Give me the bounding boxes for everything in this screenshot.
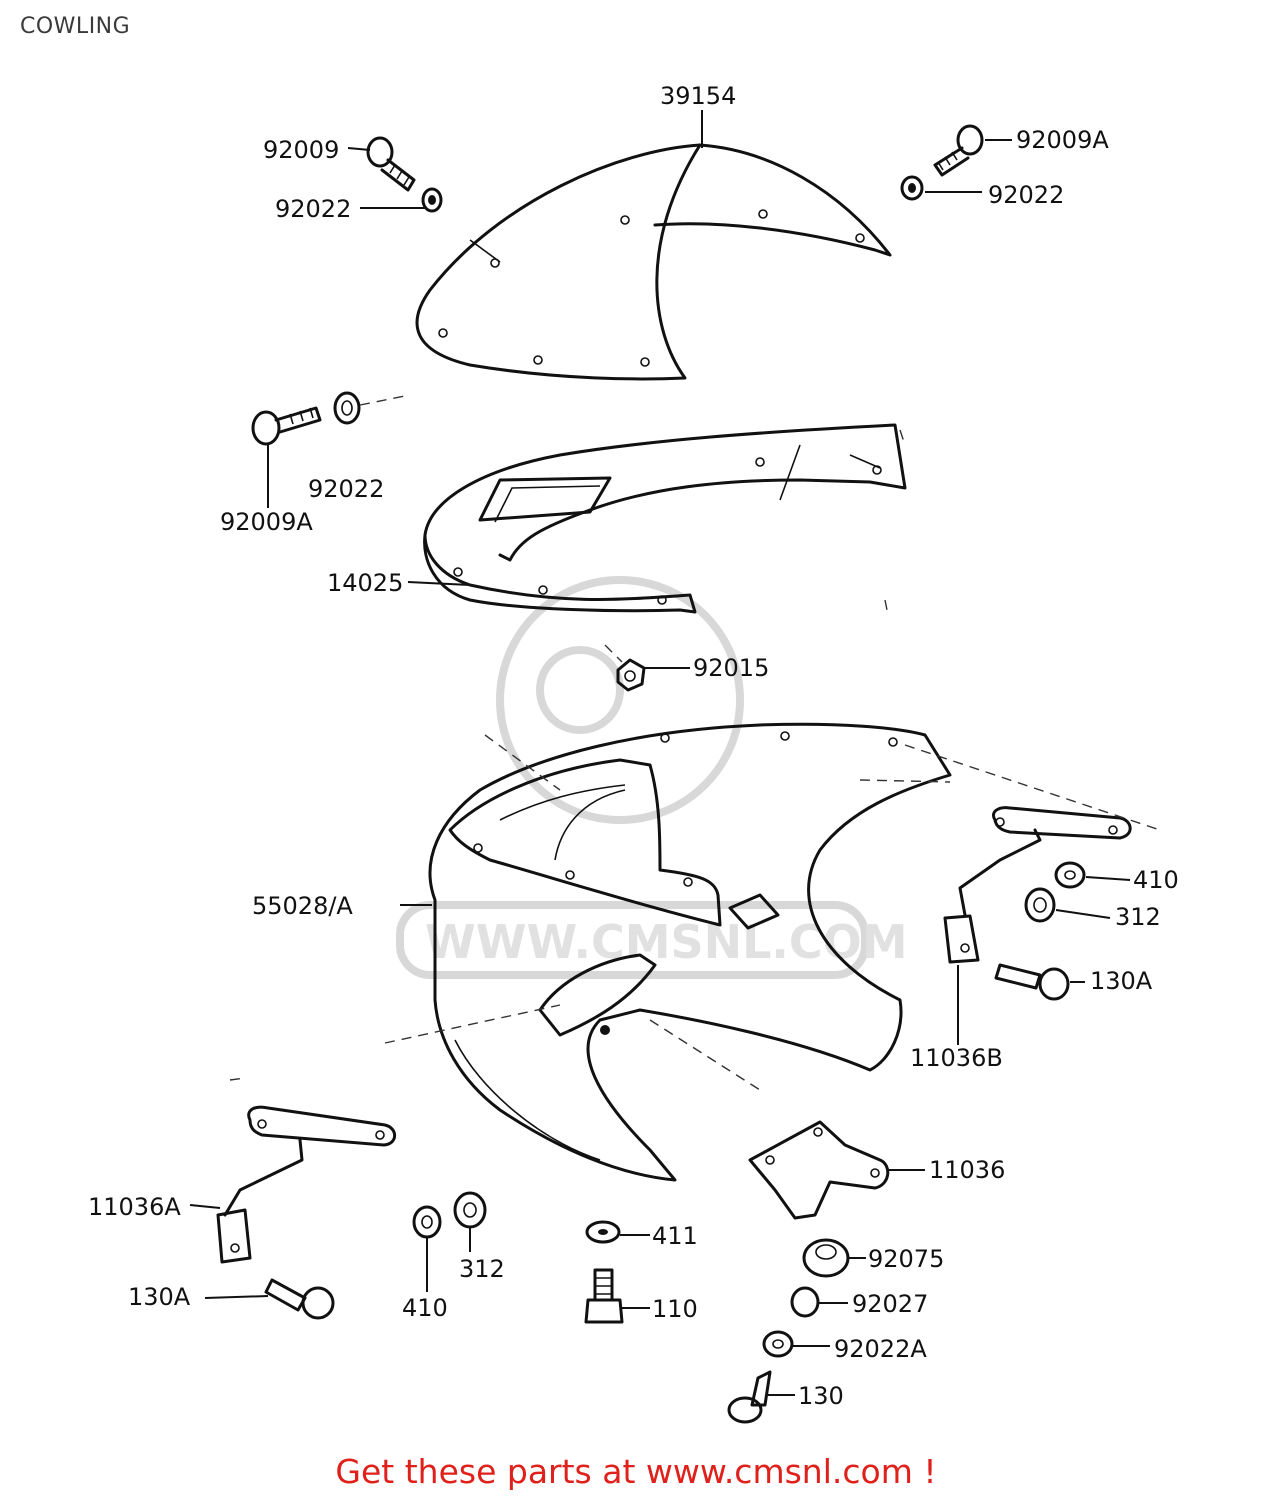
footer-link[interactable]: Get these parts at www.cmsnl.com ! bbox=[335, 1452, 937, 1491]
leader-lines bbox=[189, 110, 1131, 1396]
label-130: 130 bbox=[798, 1382, 844, 1410]
collar-92027[interactable] bbox=[790, 1286, 820, 1318]
washer-410-right[interactable] bbox=[1054, 861, 1086, 889]
label-92027: 92027 bbox=[852, 1290, 928, 1318]
grommet-92075[interactable] bbox=[802, 1238, 850, 1278]
screw-92009a-upper-right[interactable] bbox=[933, 124, 984, 177]
label-39154: 39154 bbox=[660, 82, 736, 110]
label-312-left: 312 bbox=[459, 1255, 505, 1283]
label-55028a: 55028/A bbox=[252, 892, 353, 920]
washer-92022a[interactable] bbox=[762, 1330, 794, 1358]
label-410-right: 410 bbox=[1133, 866, 1179, 894]
cowling-55028a[interactable] bbox=[428, 722, 952, 1182]
bolt-130[interactable] bbox=[727, 1370, 772, 1424]
washer-92022-upper-left[interactable] bbox=[421, 187, 443, 213]
label-130a-right: 130A bbox=[1090, 967, 1153, 995]
label-92009a-mid: 92009A bbox=[220, 508, 313, 536]
label-92022-upper-left: 92022 bbox=[275, 195, 351, 223]
label-92022-upper-right: 92022 bbox=[988, 181, 1064, 209]
bracket-11036a[interactable] bbox=[216, 1105, 397, 1264]
bracket-11036[interactable] bbox=[748, 1120, 890, 1220]
label-11036a: 11036A bbox=[88, 1193, 181, 1221]
label-410-left: 410 bbox=[402, 1294, 448, 1322]
bolt-130a-right[interactable] bbox=[994, 963, 1070, 1001]
label-92009: 92009 bbox=[263, 136, 339, 164]
bolt-110[interactable] bbox=[584, 1268, 624, 1324]
label-92015: 92015 bbox=[693, 654, 769, 682]
inner-frame-14025[interactable] bbox=[423, 423, 907, 614]
label-92075: 92075 bbox=[868, 1245, 944, 1273]
label-312-right: 312 bbox=[1115, 903, 1161, 931]
label-92009a-upper-right: 92009A bbox=[1016, 126, 1109, 154]
windscreen-39154[interactable] bbox=[415, 143, 892, 381]
label-11036: 11036 bbox=[929, 1156, 1005, 1184]
label-130a-left: 130A bbox=[128, 1283, 191, 1311]
assembly-lines bbox=[229, 429, 1161, 1091]
part-labels: 39154 92009 92022 92009A 92022 92022 920… bbox=[88, 82, 1179, 1410]
screw-92009[interactable] bbox=[366, 136, 416, 192]
label-92022-mid: 92022 bbox=[308, 475, 384, 503]
bracket-11036b[interactable] bbox=[943, 806, 1132, 964]
label-92022a: 92022A bbox=[834, 1335, 927, 1363]
nut-92015[interactable] bbox=[616, 658, 646, 692]
page-title: COWLING bbox=[20, 14, 131, 39]
watermark: WWW.CMSNL.COM bbox=[396, 576, 908, 979]
bolt-130a-left[interactable] bbox=[264, 1278, 335, 1320]
screw-92009a-mid-left[interactable] bbox=[251, 406, 322, 446]
label-14025: 14025 bbox=[327, 569, 403, 597]
watermark-text: WWW.CMSNL.COM bbox=[425, 915, 908, 969]
label-11036b: 11036B bbox=[910, 1044, 1003, 1072]
label-411: 411 bbox=[652, 1222, 698, 1250]
washer-410-left[interactable] bbox=[412, 1205, 442, 1239]
nut-312-left[interactable] bbox=[453, 1191, 487, 1229]
washer-92022-mid-left[interactable] bbox=[333, 391, 361, 425]
nut-312-right[interactable] bbox=[1024, 887, 1056, 923]
washer-92022-upper-right[interactable] bbox=[900, 175, 924, 201]
washer-411[interactable] bbox=[585, 1220, 621, 1244]
label-110: 110 bbox=[652, 1295, 698, 1323]
